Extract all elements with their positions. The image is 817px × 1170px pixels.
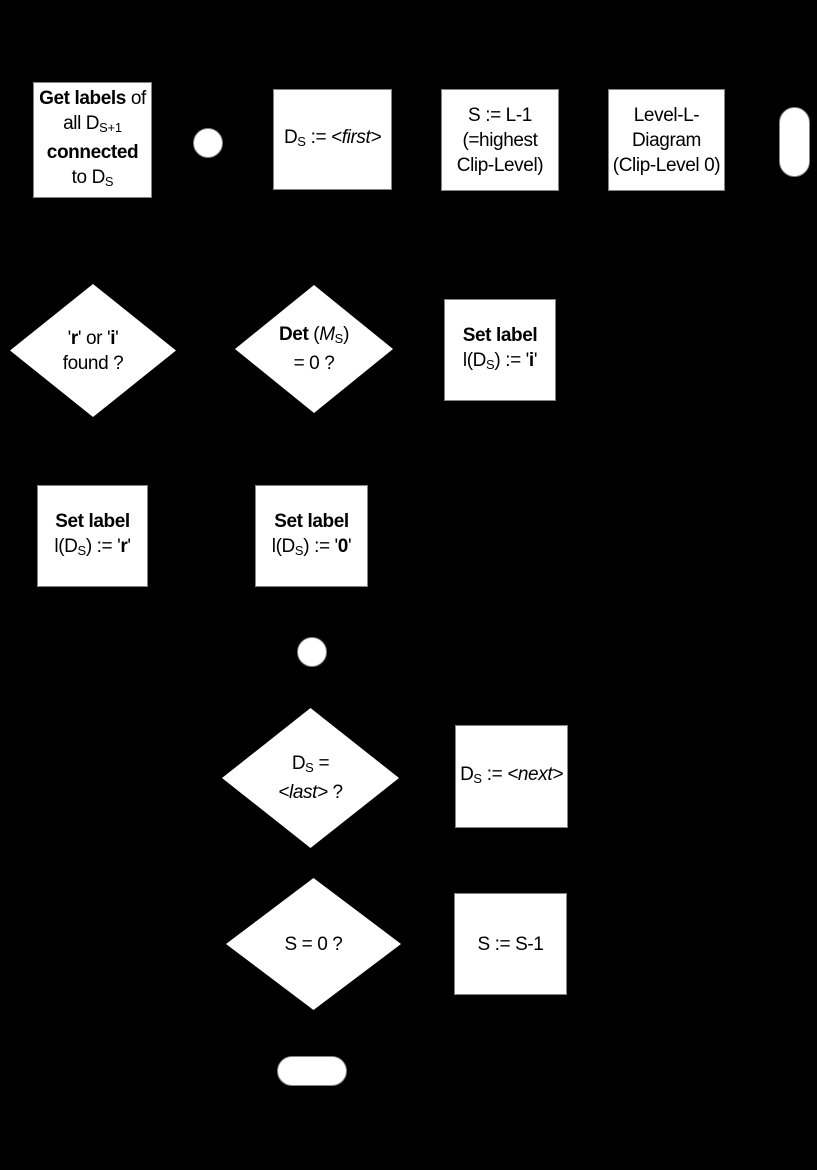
process-decrement-s-label: S := S-1 bbox=[477, 933, 544, 955]
start-terminator bbox=[779, 107, 810, 177]
process-level-diagram: Level-L-Diagram(Clip-Level 0) bbox=[608, 89, 725, 191]
process-set-first: DS := <first> bbox=[273, 89, 392, 190]
decision-det-zero: Det (MS)= 0 ? bbox=[235, 285, 393, 413]
process-set-first-label: DS := <first> bbox=[283, 126, 382, 150]
process-level-diagram-label: Level-L-Diagram(Clip-Level 0) bbox=[612, 104, 721, 176]
process-set-next: DS := <next> bbox=[455, 725, 568, 828]
decision-ds-last: DS =<last> ? bbox=[222, 708, 399, 848]
decision-s-zero: S = 0 ? bbox=[226, 878, 401, 1010]
decision-r-i-found-label: 'r' or 'i'found ? bbox=[62, 327, 124, 374]
process-set-next-label: DS := <next> bbox=[460, 763, 563, 787]
decision-r-i-found: 'r' or 'i'found ? bbox=[10, 284, 176, 417]
end-terminator bbox=[277, 1056, 347, 1086]
connector-junction-2 bbox=[297, 637, 327, 667]
decision-ds-last-label: DS =<last> ? bbox=[278, 752, 343, 804]
connector-junction-1 bbox=[193, 128, 223, 158]
decision-det-zero-label: Det (MS)= 0 ? bbox=[278, 323, 350, 375]
process-decrement-s: S := S-1 bbox=[454, 893, 567, 995]
decision-s-zero-label: S = 0 ? bbox=[284, 933, 343, 955]
